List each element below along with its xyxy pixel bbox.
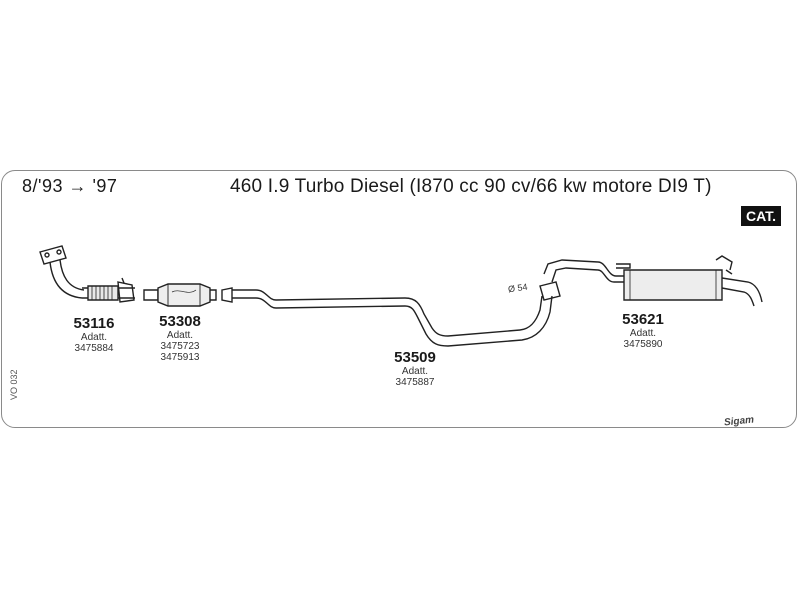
part-code: 53509 [394,349,436,366]
part-label-53116: 53116 Adatt. 3475884 [60,315,128,355]
ref-number: 3475913 [160,352,200,363]
vehicle-title: 460 I.9 Turbo Diesel (I870 cc 90 cv/66 k… [230,176,712,197]
cat-badge: CAT. [741,206,781,226]
adapt-label: Adatt. [166,330,194,341]
part-53116-drawing[interactable] [39,245,135,303]
adapt-label: Adatt. [629,328,657,339]
part-53509-drawing[interactable] [221,259,599,347]
ref-number: 3475887 [395,377,435,388]
ref-number: 3475723 [160,341,200,352]
part-53308-drawing[interactable] [143,283,217,307]
part-code: 53116 [73,315,115,332]
ref-number: 3475890 [623,339,663,350]
adapt-label: Adatt. [80,332,108,343]
ref-number: 3475884 [74,343,114,354]
sheet-reference: VO 032 [9,369,19,400]
part-label-53621: 53621 Adatt. 3475890 [608,311,678,351]
part-code: 53308 [159,313,201,330]
part-53621-drawing[interactable] [597,255,763,307]
date-range: 8/'93 → '97 [22,176,118,196]
part-code: 53621 [622,311,664,328]
adapt-label: Adatt. [401,366,429,377]
part-label-53509: 53509 Adatt. 3475887 [380,349,450,389]
part-label-53308: 53308 Adatt. 3475723 3475913 [146,313,214,364]
diagram-panel [1,170,797,428]
